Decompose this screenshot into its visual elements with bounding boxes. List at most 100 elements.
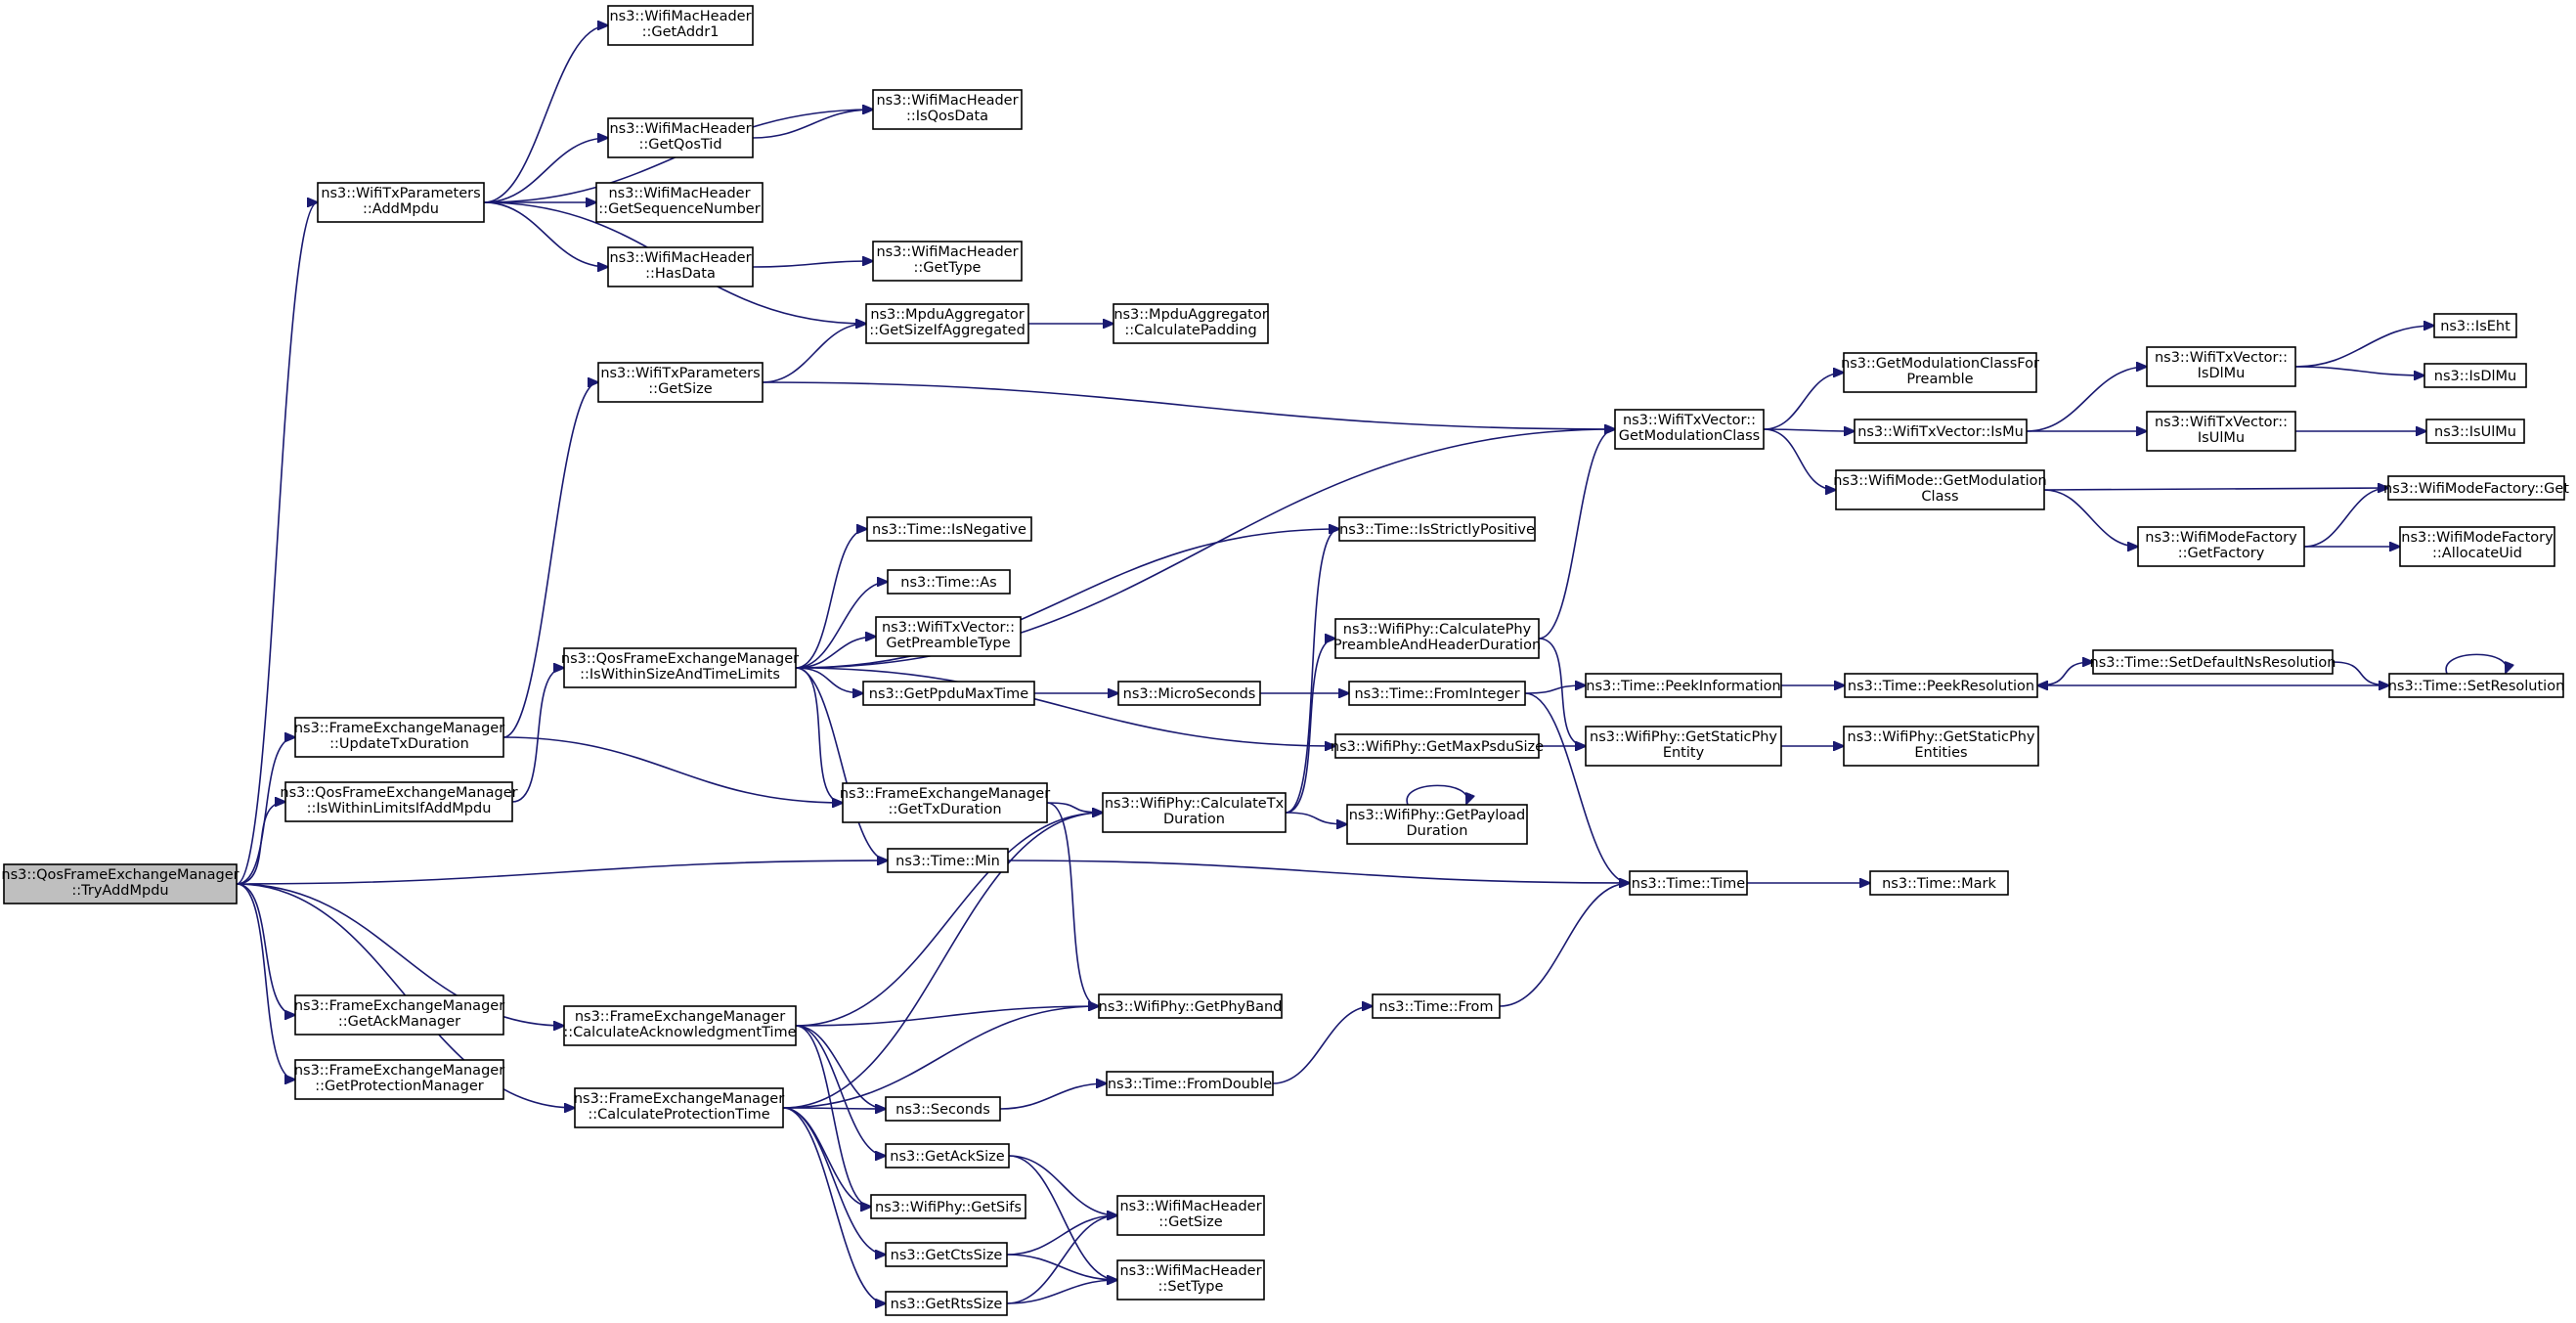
- node-label-line: ns3::Time::FromInteger: [1354, 686, 1519, 702]
- node-isDlMu[interactable]: ns3::IsDlMu: [2423, 363, 2527, 388]
- edge-wifiModeGetModClass-to-factoryGet: [2043, 488, 2388, 490]
- node-box: [1334, 733, 1540, 759]
- node-isEht[interactable]: ns3::IsEht: [2433, 313, 2517, 338]
- node-root[interactable]: ns3::QosFrameExchangeManager::TryAddMpdu: [1, 863, 240, 904]
- node-getAckManager[interactable]: ns3::FrameExchangeManager::GetAckManager: [294, 994, 504, 1036]
- node-getPhyBand[interactable]: ns3::WifiPhy::GetPhyBand: [1098, 993, 1283, 1019]
- node-timeAs[interactable]: ns3::Time::As: [887, 569, 1011, 595]
- node-label-line: ns3::WifiMacHeader: [608, 186, 750, 201]
- node-femGetTxDuration[interactable]: ns3::FrameExchangeManager::GetTxDuration: [840, 782, 1050, 823]
- node-label-line: ::TryAddMpdu: [71, 883, 168, 899]
- node-calcPhyPreamble[interactable]: ns3::WifiPhy::CalculatePhyPreambleAndHea…: [1333, 618, 1541, 659]
- node-isDlMuVec[interactable]: ns3::WifiTxVector::IsDlMu: [2146, 346, 2296, 387]
- node-getCtsSize[interactable]: ns3::GetCtsSize: [885, 1242, 1008, 1267]
- node-hasData[interactable]: ns3::WifiMacHeader::HasData: [607, 246, 754, 287]
- node-fromDouble[interactable]: ns3::Time::FromDouble: [1106, 1071, 1274, 1096]
- node-box: [885, 1143, 1010, 1169]
- node-getQosTid[interactable]: ns3::WifiMacHeader::GetQosTid: [607, 117, 754, 158]
- node-timeMin[interactable]: ns3::Time::Min: [887, 848, 1009, 873]
- node-box: [294, 1059, 504, 1100]
- node-setDefaultNsRes[interactable]: ns3::Time::SetDefaultNsResolution: [2090, 649, 2336, 675]
- node-isStrictlyPositive[interactable]: ns3::Time::IsStrictlyPositive: [1338, 516, 1536, 542]
- node-label-line: ns3::Time::PeekInformation: [1586, 679, 1780, 694]
- node-box: [875, 616, 1022, 657]
- node-label-line: ns3::Time::IsStrictlyPositive: [1339, 522, 1535, 538]
- node-allocateUid[interactable]: ns3::WifiModeFactory::AllocateUid: [2399, 526, 2555, 567]
- node-getModClass[interactable]: ns3::WifiTxVector::GetModulationClass: [1614, 409, 1765, 450]
- node-isWithinSize[interactable]: ns3::QosFrameExchangeManager::IsWithinSi…: [561, 647, 799, 688]
- edge-wifiModeGetModClass-to-getFactory: [2043, 489, 2138, 547]
- node-peekResolution[interactable]: ns3::Time::PeekResolution: [1844, 673, 2038, 698]
- node-label-line: ::GetAckManager: [338, 1014, 460, 1030]
- node-label-line: ::GetSequenceNumber: [598, 201, 760, 217]
- node-updateTxDuration[interactable]: ns3::FrameExchangeManager::UpdateTxDurat…: [294, 717, 504, 758]
- node-wifiModeGetModClass[interactable]: ns3::WifiMode::GetModulationClass: [1833, 469, 2047, 510]
- node-box: [2425, 419, 2525, 444]
- node-getProtectionManager[interactable]: ns3::FrameExchangeManager::GetProtection…: [294, 1059, 504, 1100]
- node-macHeaderGetSize[interactable]: ns3::WifiMacHeader::GetSize: [1116, 1195, 1265, 1236]
- nodes-layer: ns3::QosFrameExchangeManager::TryAddMpdu…: [1, 5, 2569, 1316]
- edge-timeFrom-to-timeTime: [1499, 883, 1630, 1007]
- edge-root-to-calcAckTime: [236, 883, 564, 1026]
- node-calcProtTime[interactable]: ns3::FrameExchangeManager::CalculateProt…: [574, 1087, 784, 1128]
- node-getPpduMaxTime[interactable]: ns3::GetPpduMaxTime: [862, 681, 1035, 706]
- node-microSeconds[interactable]: ns3::MicroSeconds: [1117, 681, 1261, 706]
- node-timeTime[interactable]: ns3::Time::Time: [1629, 870, 1748, 896]
- node-label-line: ::GetQosTid: [638, 137, 721, 153]
- node-label-line: PreambleAndHeaderDuration: [1333, 638, 1541, 653]
- node-label-line: ns3::Time::SetResolution: [2388, 679, 2565, 694]
- node-isMu[interactable]: ns3::WifiTxVector::IsMu: [1854, 419, 2028, 444]
- node-label-line: ns3::Time::FromDouble: [1108, 1077, 1272, 1092]
- node-calcPadding[interactable]: ns3::MpduAggregator::CalculatePadding: [1113, 303, 1269, 344]
- node-isNegative[interactable]: ns3::Time::IsNegative: [866, 516, 1032, 542]
- node-label-line: ::IsWithinLimitsIfAddMpdu: [307, 801, 492, 816]
- node-factoryGet[interactable]: ns3::WifiModeFactory::Get: [2383, 475, 2569, 501]
- node-box: [1843, 352, 2037, 393]
- node-txParamsGetSize[interactable]: ns3::WifiTxParameters::GetSize: [597, 362, 764, 403]
- node-getRtsSize[interactable]: ns3::GetRtsSize: [885, 1291, 1008, 1316]
- node-addMpdu[interactable]: ns3::WifiTxParameters::AddMpdu: [317, 182, 485, 223]
- node-calcAckTime[interactable]: ns3::FrameExchangeManager::CalculateAckn…: [563, 1005, 797, 1046]
- edge-timeMin-to-timeTime: [1007, 860, 1630, 883]
- node-getFactory[interactable]: ns3::WifiModeFactory::GetFactory: [2137, 526, 2305, 567]
- edge-root-to-getProtectionManager: [236, 883, 295, 1080]
- node-label-line: ns3::Time::IsNegative: [872, 522, 1026, 538]
- node-getSizeIfAgg[interactable]: ns3::MpduAggregator::GetSizeIfAggregated: [865, 303, 1029, 344]
- node-getMaxPsduSize[interactable]: ns3::WifiPhy::GetMaxPsduSize: [1331, 733, 1544, 759]
- edge-txParamsGetSize-to-getSizeIfAgg: [762, 324, 866, 383]
- node-timeMark[interactable]: ns3::Time::Mark: [1869, 870, 2009, 896]
- node-setResolution[interactable]: ns3::Time::SetResolution: [2388, 673, 2565, 698]
- node-fromInteger[interactable]: ns3::Time::FromInteger: [1348, 681, 1526, 706]
- node-label-line: ::GetType: [914, 260, 982, 276]
- node-label-line: ::AddMpdu: [363, 201, 439, 217]
- node-getAckSize[interactable]: ns3::GetAckSize: [885, 1143, 1010, 1169]
- node-getType[interactable]: ns3::WifiMacHeader::GetType: [872, 241, 1023, 282]
- node-getAddr1[interactable]: ns3::WifiMacHeader::GetAddr1: [607, 5, 754, 46]
- node-label-line: ns3::WifiTxParameters: [321, 186, 480, 201]
- node-box: [2146, 411, 2296, 452]
- node-timeFrom[interactable]: ns3::Time::From: [1372, 993, 1501, 1019]
- edge-seconds-to-fromDouble: [999, 1083, 1107, 1110]
- node-isQosData[interactable]: ns3::WifiMacHeader::IsQosData: [872, 89, 1023, 130]
- node-box: [872, 89, 1023, 130]
- node-box: [865, 303, 1029, 344]
- node-label-line: ns3::Seconds: [895, 1102, 990, 1118]
- node-getSifs[interactable]: ns3::WifiPhy::GetSifs: [870, 1194, 1026, 1219]
- node-getPreambleType[interactable]: ns3::WifiTxVector::GetPreambleType: [875, 616, 1022, 657]
- node-peekInformation[interactable]: ns3::Time::PeekInformation: [1585, 673, 1782, 698]
- node-box: [1614, 409, 1765, 450]
- node-seconds[interactable]: ns3::Seconds: [885, 1096, 1001, 1122]
- node-isUlMu[interactable]: ns3::IsUlMu: [2425, 419, 2525, 444]
- node-setType[interactable]: ns3::WifiMacHeader::SetType: [1116, 1259, 1265, 1301]
- node-isWithinLimits[interactable]: ns3::QosFrameExchangeManager::IsWithinLi…: [280, 781, 518, 822]
- node-label-line: ns3::Time::SetDefaultNsResolution: [2090, 655, 2336, 671]
- node-label-line: ns3::WifiMode::GetModulation: [1833, 473, 2047, 489]
- node-isUlMuVec[interactable]: ns3::WifiTxVector::IsUlMu: [2146, 411, 2296, 452]
- node-label-line: ns3::WifiTxVector::: [1623, 413, 1756, 428]
- node-getSeqNum[interactable]: ns3::WifiMacHeader::GetSequenceNumber: [595, 182, 764, 223]
